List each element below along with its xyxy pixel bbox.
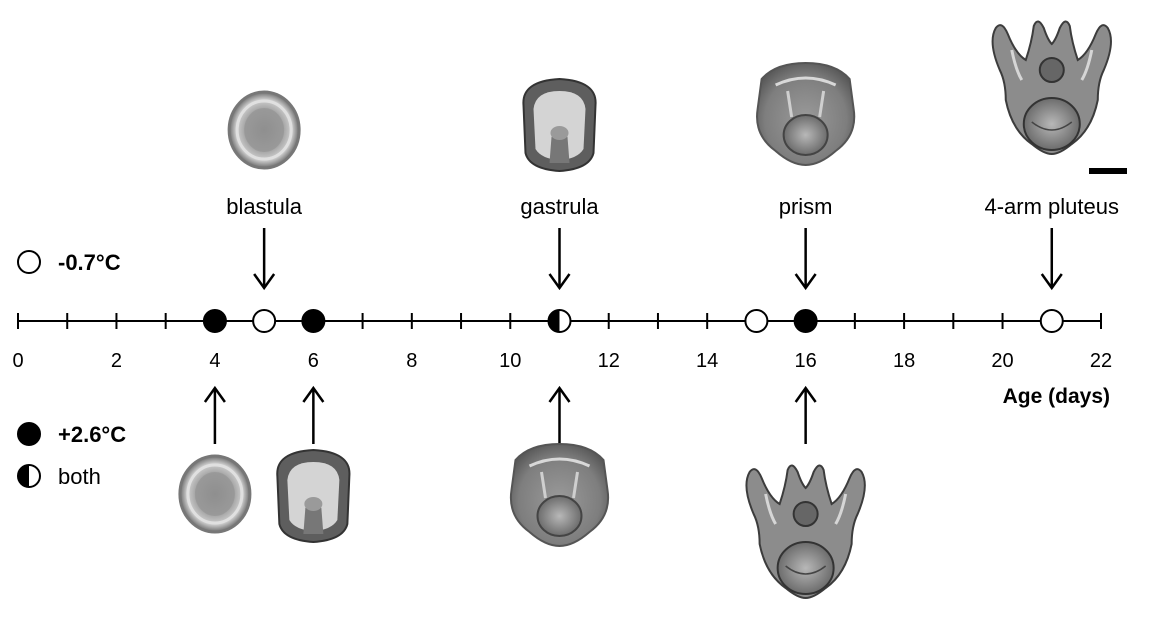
- stage-gastrula: gastrula: [520, 79, 599, 288]
- tick-label: 6: [308, 350, 319, 372]
- blastula-embryo-image: [229, 92, 299, 168]
- legend-warm-label: +2.6°C: [58, 422, 126, 447]
- marker-cold: [253, 310, 275, 332]
- stage-below-gastrula-embryo: [277, 388, 349, 542]
- stage-label: prism: [779, 194, 833, 219]
- stage-label: blastula: [226, 194, 303, 219]
- down-arrow-icon: [796, 228, 816, 288]
- tick-label: 2: [111, 350, 122, 372]
- tick-label: 4: [209, 350, 220, 372]
- pluteus-larva-image: [993, 21, 1111, 154]
- tick-label: 10: [499, 350, 521, 372]
- gastrula-embryo-image: [523, 79, 595, 171]
- marker-cold: [1041, 310, 1063, 332]
- legend-both-label: both: [58, 464, 101, 489]
- tick-label: 8: [406, 350, 417, 372]
- marker-warm: [204, 310, 226, 332]
- stage-4-arm-pluteus: 4-arm pluteus: [985, 21, 1120, 288]
- stage-below-prism-larva: [511, 388, 608, 546]
- half-filled-circle-icon: [18, 465, 40, 487]
- tick-label: 14: [696, 350, 718, 372]
- tick-label: 20: [991, 350, 1013, 372]
- marker-warm: [302, 310, 324, 332]
- stage-below-blastula-embryo: [180, 388, 250, 532]
- stages-below: [180, 388, 865, 598]
- marker-warm: [795, 310, 817, 332]
- tick-label: 12: [598, 350, 620, 372]
- tick-label: 22: [1090, 350, 1112, 372]
- stages-above: blastula gastrula prism 4-arm pluteus: [226, 21, 1119, 288]
- scale-bar: [1089, 168, 1127, 174]
- pluteus-larva-image: [746, 465, 864, 598]
- stage-label: gastrula: [520, 194, 599, 219]
- axis-title: Age (days): [1003, 385, 1110, 408]
- prism-larva-image: [757, 63, 854, 165]
- open-circle-icon: [18, 251, 40, 273]
- blastula-embryo-image: [180, 456, 250, 532]
- prism-larva-image: [511, 444, 608, 546]
- legend-both: both: [18, 464, 101, 489]
- tick-label: 16: [795, 350, 817, 372]
- down-arrow-icon: [1042, 228, 1062, 288]
- up-arrow-icon: [205, 388, 225, 444]
- gastrula-embryo-image: [277, 450, 349, 542]
- stage-below-pluteus-larva: [746, 388, 864, 598]
- up-arrow-icon: [303, 388, 323, 444]
- axis-tick-labels: 0 2 4 6 8 10 12 14 16 18 20 22: [12, 350, 1112, 372]
- legend-cold-label: -0.7°C: [58, 250, 121, 275]
- stage-blastula: blastula: [226, 92, 303, 288]
- up-arrow-icon: [550, 388, 570, 444]
- stage-prism: prism: [757, 63, 854, 288]
- up-arrow-icon: [796, 388, 816, 444]
- marker-cold: [745, 310, 767, 332]
- down-arrow-icon: [550, 228, 570, 288]
- tick-label: 0: [12, 350, 23, 372]
- legend-warm: +2.6°C: [18, 422, 126, 447]
- stage-label: 4-arm pluteus: [985, 194, 1120, 219]
- filled-circle-icon: [18, 423, 40, 445]
- marker-both: [549, 310, 571, 332]
- tick-label: 18: [893, 350, 915, 372]
- legend-cold: -0.7°C: [18, 250, 121, 275]
- down-arrow-icon: [254, 228, 274, 288]
